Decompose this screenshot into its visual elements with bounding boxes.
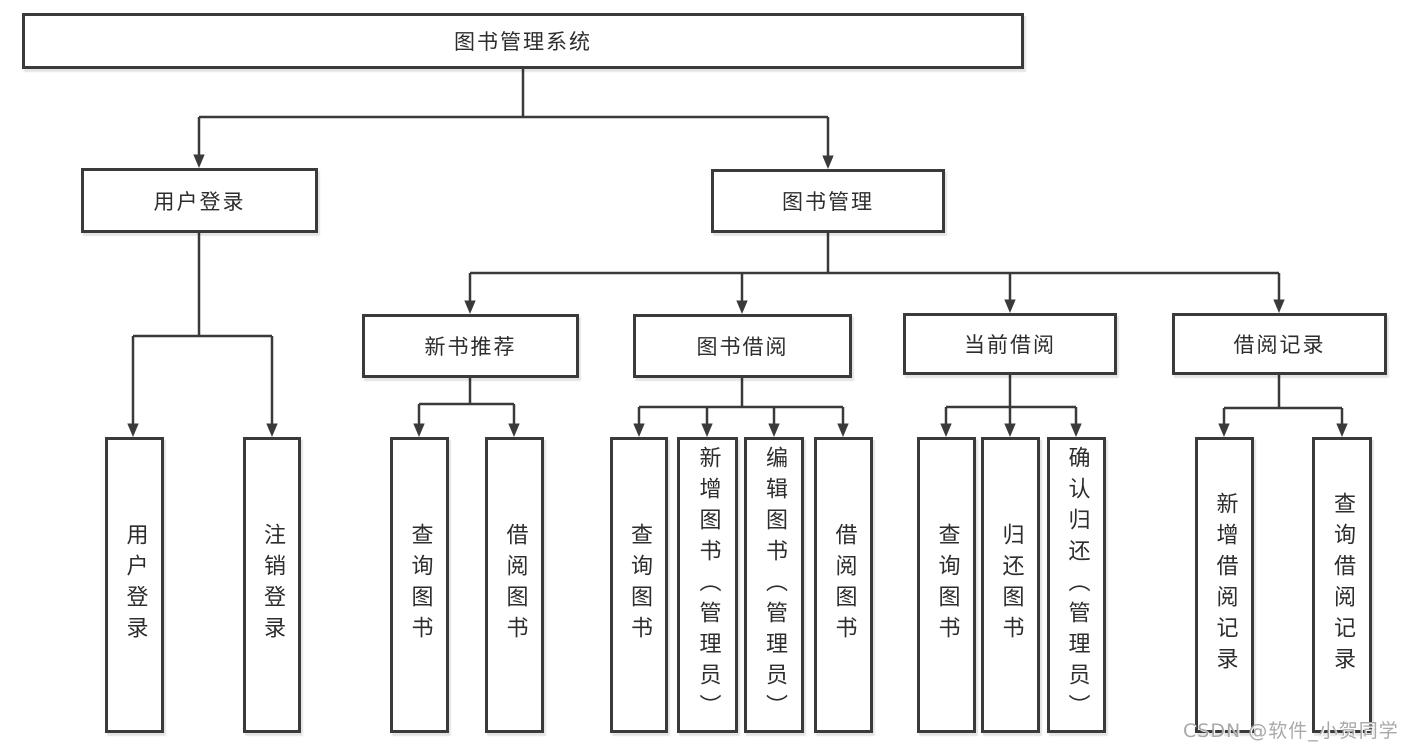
leaf-label: 确认归还（管理员） (1064, 445, 1090, 725)
node-label: 当前借阅 (964, 333, 1056, 357)
leaf-borrow-add-books-admin: 新增图书（管理员） (677, 437, 738, 733)
leaf-label: 归还图书 (998, 523, 1024, 647)
leaf-label: 查询图书 (627, 523, 652, 647)
leaf-record-query-record: 查询借阅记录 (1312, 437, 1372, 733)
leaf-label: 查询图书 (407, 523, 433, 647)
arrowheads (127, 154, 1348, 437)
leaf-logout: 注销登录 (243, 437, 301, 733)
leaf-borrow-query-books: 查询图书 (610, 437, 668, 733)
leaf-current-query-books: 查询图书 (917, 437, 976, 733)
leaf-label: 编辑图书（管理员） (762, 445, 787, 725)
node-label: 用户登录 (153, 189, 246, 214)
leaf-current-return-books: 归还图书 (981, 437, 1040, 733)
node-book-management-system: 图书管理系统 (22, 13, 1024, 69)
node-borrow-records: 借阅记录 (1172, 313, 1387, 375)
node-label: 图书借阅 (696, 335, 789, 359)
leaf-label: 借阅图书 (502, 523, 528, 647)
leaf-label: 查询借阅记录 (1330, 492, 1355, 678)
leaf-label: 查询图书 (934, 523, 960, 647)
node-label: 图书管理系统 (454, 30, 592, 54)
node-current-borrow: 当前借阅 (903, 313, 1117, 375)
leaf-rec-query-books: 查询图书 (390, 437, 449, 733)
leaf-label: 新增图书（管理员） (695, 445, 721, 725)
node-new-book-recommend: 新书推荐 (362, 314, 579, 378)
node-label: 新书推荐 (424, 335, 517, 359)
leaf-label: 借阅图书 (831, 523, 857, 647)
leaf-record-add-record: 新增借阅记录 (1195, 437, 1254, 733)
csdn-watermark: CSDN @软件_小贺同学 (1183, 720, 1399, 742)
leaf-label: 新增借阅记录 (1212, 492, 1238, 678)
leaf-borrow-borrow-books: 借阅图书 (814, 437, 873, 733)
leaf-borrow-edit-books-admin: 编辑图书（管理员） (744, 437, 804, 733)
leaf-user-login: 用户登录 (105, 437, 164, 733)
leaf-label: 用户登录 (122, 523, 148, 647)
leaf-rec-borrow-books: 借阅图书 (485, 437, 544, 733)
node-user-login: 用户登录 (81, 168, 318, 233)
leaf-label: 注销登录 (260, 523, 285, 647)
node-label: 图书管理 (782, 190, 874, 214)
node-label: 借阅记录 (1233, 333, 1326, 357)
node-book-management: 图书管理 (711, 169, 945, 233)
leaf-current-confirm-return-admin: 确认归还（管理员） (1047, 437, 1106, 733)
node-book-borrow: 图书借阅 (633, 314, 852, 378)
